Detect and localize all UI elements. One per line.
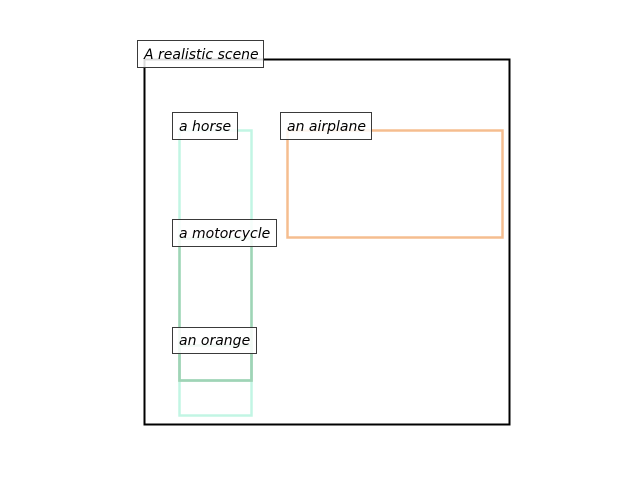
horse-box [178,129,253,417]
airplane-label-text: an airplane [287,119,366,135]
scene-title-label: A realistic scene [137,40,264,68]
airplane-label: an airplane [280,112,372,140]
scene-title: A realistic scene [143,47,259,63]
orange-label-text: an orange [179,333,250,349]
motorcycle-label-text: a motorcycle [179,226,270,242]
horse-label: a horse [172,112,238,140]
airplane-box [286,129,504,239]
scene-frame [143,58,511,426]
orange-label: an orange [172,327,257,354]
motorcycle-box [178,237,253,382]
motorcycle-label: a motorcycle [172,219,277,247]
horse-label-text: a horse [179,119,231,135]
